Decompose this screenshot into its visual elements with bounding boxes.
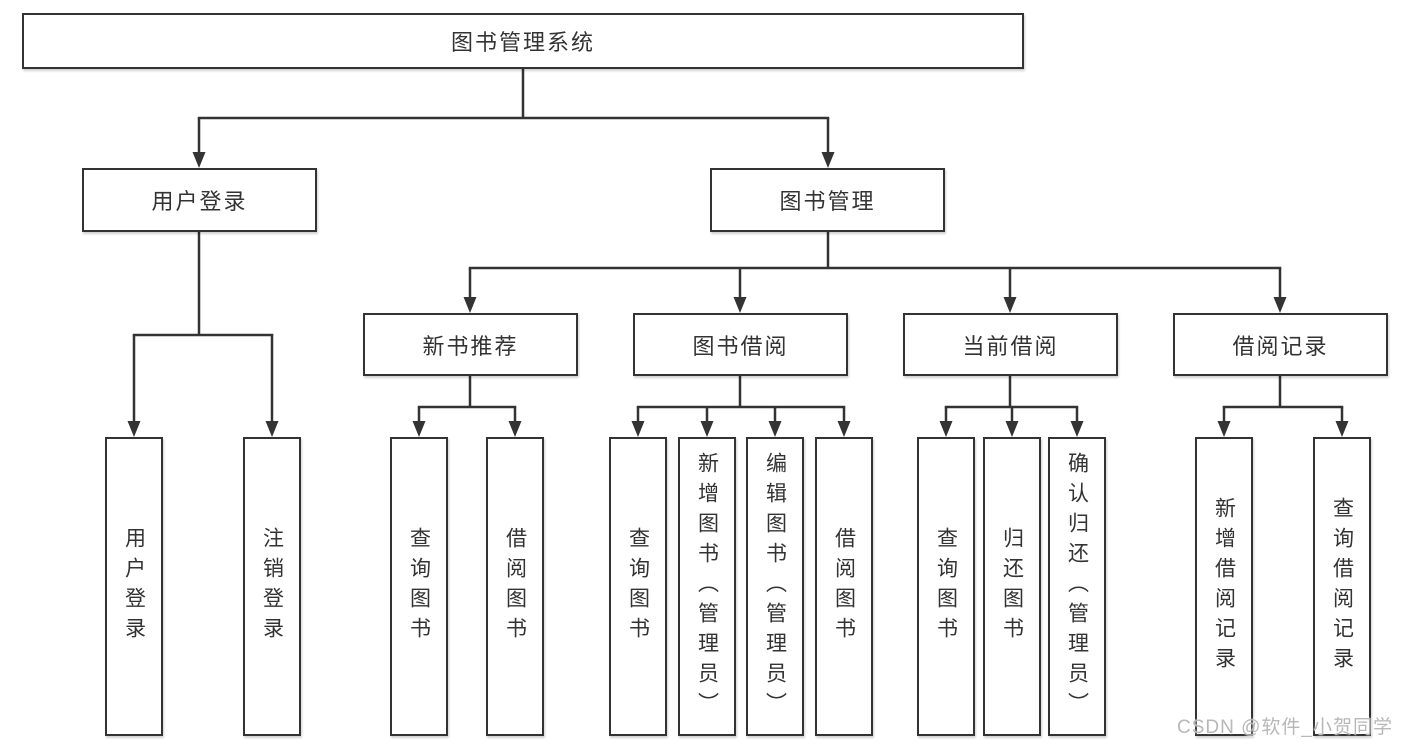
node-borrowing-records-label: 借阅记录	[1232, 333, 1329, 359]
leaf-br-add-record-label: 新增借阅记录	[1212, 496, 1236, 677]
node-current-borrowing-label: 当前借阅	[962, 333, 1059, 359]
node-book-management-label: 图书管理	[779, 189, 876, 214]
leaf-cb-return-books-label: 归还图书	[1000, 526, 1024, 647]
node-root-label: 图书管理系统	[450, 30, 595, 55]
node-current-borrowing: 当前借阅	[903, 313, 1118, 376]
csdn-watermark: CSDN @软件_小贺同学	[1177, 717, 1393, 738]
leaf-br-add-record: 新增借阅记录	[1195, 437, 1253, 736]
node-book-borrowing-label: 图书借阅	[692, 333, 789, 359]
node-book-borrowing: 图书借阅	[633, 313, 848, 376]
leaf-bb-add-books: 新增图书（管理员）	[678, 437, 736, 736]
connector-borrow-records-to-leaves	[1217, 376, 1349, 437]
connector-new-book-rec-to-leaves	[412, 376, 522, 437]
connector-current-borrow-to-leaves	[939, 376, 1084, 437]
leaf-cb-query-books: 查询图书	[917, 437, 975, 736]
connector-user-login-to-leaves	[127, 232, 279, 437]
leaf-br-query-record-label: 查询借阅记录	[1330, 496, 1354, 677]
node-new-book-recommendation: 新书推荐	[363, 313, 578, 376]
node-book-management: 图书管理	[710, 168, 945, 232]
leaf-bb-borrow-books-label: 借阅图书	[832, 526, 856, 647]
leaf-rec-query-books: 查询图书	[390, 437, 448, 736]
leaf-cb-query-books-label: 查询图书	[934, 526, 958, 647]
node-new-book-recommendation-label: 新书推荐	[422, 333, 519, 359]
node-borrowing-records: 借阅记录	[1173, 313, 1388, 376]
leaf-bb-query-books-label: 查询图书	[626, 526, 650, 647]
leaf-bb-borrow-books: 借阅图书	[815, 437, 873, 736]
leaf-logout: 注销登录	[243, 437, 301, 736]
leaf-bb-edit-books: 编辑图书（管理员）	[746, 437, 804, 736]
connector-book-borrow-to-leaves	[631, 376, 851, 437]
leaf-user-login: 用户登录	[105, 437, 163, 736]
node-user-login-label: 用户登录	[151, 189, 248, 214]
leaf-br-query-record: 查询借阅记录	[1313, 437, 1371, 736]
connector-book-mgmt-to-level3	[463, 232, 1287, 313]
leaf-bb-edit-books-label: 编辑图书（管理员）	[763, 451, 787, 722]
leaf-user-login-label: 用户登录	[122, 526, 146, 647]
connector-root-to-level2	[192, 69, 835, 168]
leaf-cb-confirm-return: 确认归还（管理员）	[1048, 437, 1106, 736]
leaf-cb-confirm-return-label: 确认归还（管理员）	[1065, 451, 1089, 722]
leaf-cb-return-books: 归还图书	[983, 437, 1041, 736]
leaf-bb-query-books: 查询图书	[609, 437, 667, 736]
leaf-rec-query-books-label: 查询图书	[407, 526, 431, 647]
leaf-bb-add-books-label: 新增图书（管理员）	[695, 451, 719, 722]
node-root-system: 图书管理系统	[22, 13, 1024, 69]
leaf-logout-label: 注销登录	[260, 526, 284, 647]
node-user-login: 用户登录	[82, 168, 317, 232]
leaf-rec-borrow-books-label: 借阅图书	[503, 526, 527, 647]
leaf-rec-borrow-books: 借阅图书	[486, 437, 544, 736]
